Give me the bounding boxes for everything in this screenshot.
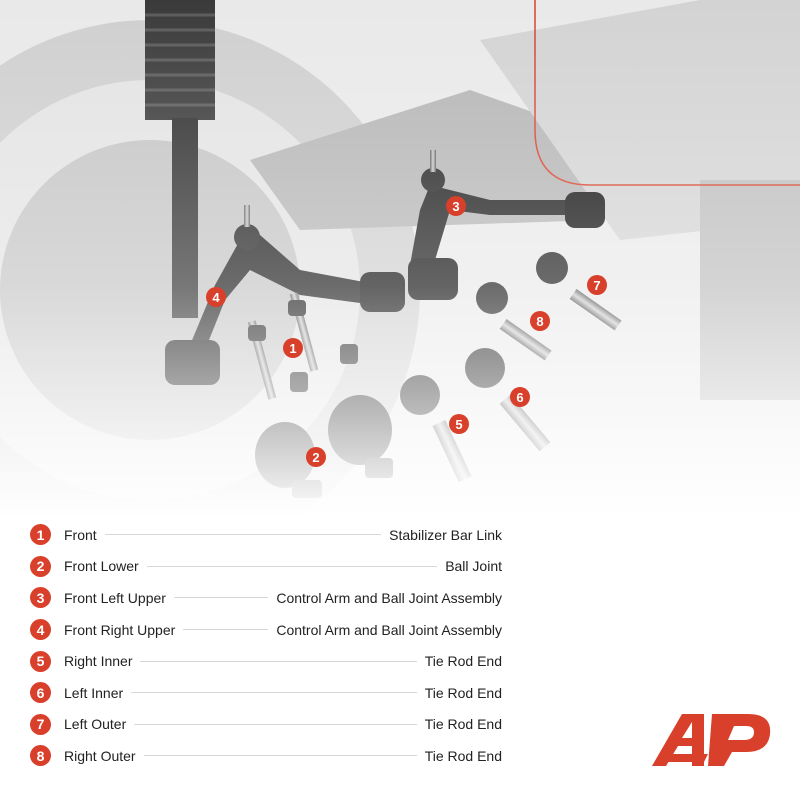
leader-line <box>134 723 417 725</box>
list-item: 8 Right Outer Tie Rod End <box>30 740 502 772</box>
svg-text:3: 3 <box>452 199 459 214</box>
item-position: Right Inner <box>64 653 133 670</box>
photo-fade-overlay <box>0 0 800 520</box>
leader-line <box>131 692 417 694</box>
list-item: 6 Left Inner Tie Rod End <box>30 677 502 709</box>
leader-line <box>143 755 417 757</box>
callout-2: 2 <box>306 447 326 467</box>
item-number-badge: 6 <box>30 682 51 704</box>
item-position: Front Left Upper <box>64 589 166 606</box>
item-part-name: Tie Rod End <box>424 653 502 670</box>
parts-list: 1 Front Stabilizer Bar Link 2 Front Lowe… <box>30 519 502 772</box>
svg-text:2: 2 <box>312 450 319 465</box>
callout-1: 1 <box>283 338 303 358</box>
item-part-name: Ball Joint <box>445 558 502 575</box>
leader-line <box>183 629 269 631</box>
list-item: 1 Front Stabilizer Bar Link <box>30 519 502 551</box>
item-part-name: Stabilizer Bar Link <box>389 526 502 543</box>
item-part-name: Tie Rod End <box>424 716 502 733</box>
item-position: Front Lower <box>64 558 139 575</box>
item-position: Right Outer <box>64 747 136 764</box>
item-number-badge: 3 <box>30 587 51 609</box>
list-item: 5 Right Inner Tie Rod End <box>30 645 502 677</box>
callout-8: 8 <box>530 311 550 331</box>
callout-6: 6 <box>510 387 530 407</box>
item-number-badge: 7 <box>30 713 51 735</box>
item-position: Front Right Upper <box>64 621 176 638</box>
item-number-badge: 8 <box>30 745 51 767</box>
svg-text:1: 1 <box>289 341 296 356</box>
a-premium-logo-icon <box>652 714 771 766</box>
suspension-kit-illustration: 1 2 3 4 5 6 7 <box>0 0 800 520</box>
item-part-name: Control Arm and Ball Joint Assembly <box>276 589 502 606</box>
callout-7: 7 <box>587 275 607 295</box>
list-item: 7 Left Outer Tie Rod End <box>30 709 502 741</box>
callout-5: 5 <box>449 414 469 434</box>
leader-line <box>146 565 438 567</box>
svg-text:7: 7 <box>593 278 600 293</box>
leader-line <box>104 534 382 536</box>
list-item: 4 Front Right Upper Control Arm and Ball… <box>30 614 502 646</box>
item-number-badge: 2 <box>30 555 51 577</box>
item-part-name: Control Arm and Ball Joint Assembly <box>276 621 502 638</box>
callout-4: 4 <box>206 287 226 307</box>
item-position: Front <box>64 526 97 543</box>
list-item: 3 Front Left Upper Control Arm and Ball … <box>30 582 502 614</box>
item-part-name: Tie Rod End <box>424 747 502 764</box>
item-part-name: Tie Rod End <box>424 684 502 701</box>
callout-3: 3 <box>446 196 466 216</box>
item-number-badge: 1 <box>30 524 51 546</box>
item-number-badge: 4 <box>30 619 51 641</box>
list-item: 2 Front Lower Ball Joint <box>30 551 502 583</box>
svg-text:6: 6 <box>516 390 523 405</box>
item-number-badge: 5 <box>30 650 51 672</box>
item-position: Left Inner <box>64 684 124 701</box>
svg-text:4: 4 <box>212 290 220 305</box>
svg-text:5: 5 <box>455 417 462 432</box>
item-position: Left Outer <box>64 716 127 733</box>
product-photo: 1 2 3 4 5 6 7 <box>0 0 800 520</box>
svg-text:8: 8 <box>536 314 543 329</box>
leader-line <box>140 660 417 662</box>
leader-line <box>173 597 269 599</box>
